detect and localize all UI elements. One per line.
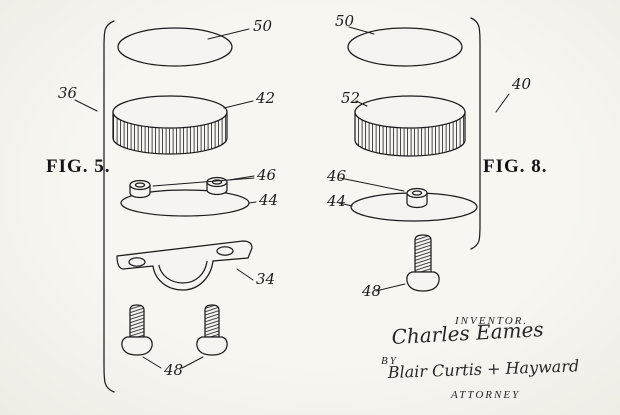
fig5-boss-right-top <box>206 176 228 188</box>
fig5-boss-left-hole <box>134 182 146 188</box>
fig8-ref-44: 44 <box>326 192 346 210</box>
fig5-ref-48: 48 <box>163 361 183 379</box>
fig5-bolt-right-head <box>196 336 228 356</box>
fig8-top-disc <box>347 27 463 67</box>
fig5-clamp-inner-arc <box>158 260 208 284</box>
fig8-ref-48-leader <box>375 283 406 292</box>
fig8-brace <box>470 17 481 250</box>
fig5-boss-left-top <box>129 179 151 191</box>
fig5-ref-42: 42 <box>255 89 275 107</box>
fig5-ref-36-leader <box>74 99 98 112</box>
fig8-cushion-top <box>354 95 466 129</box>
fig8-ref-40: 40 <box>511 75 532 93</box>
fig8-ref-44-leader <box>338 202 353 207</box>
fig5-ref-34-leader <box>236 268 254 281</box>
fig8-ref-48: 48 <box>361 282 381 300</box>
fig5-ref-42-leader <box>223 100 254 109</box>
fig5-ref-36: 36 <box>58 84 78 102</box>
fig5-bolt-left-head <box>121 336 153 356</box>
fig5-boss-right-hole <box>211 179 223 185</box>
fig8-ref-46: 46 <box>326 167 347 185</box>
fig5-ref-34: 34 <box>256 270 275 288</box>
fig5-top-disc <box>117 27 233 67</box>
by-label: BY <box>381 355 398 367</box>
fig5-ref-44-leader <box>248 201 257 204</box>
inventor-heading: INVENTOR. <box>454 315 528 327</box>
fig8-ref-52: 52 <box>341 89 360 107</box>
fig5-ref-50: 50 <box>253 17 273 35</box>
fig8-bolt-shaft <box>414 234 432 273</box>
inventor-signature: Charles Eames <box>391 317 544 349</box>
fig5-group: 36 FIG. 5. 50 42 46 44 34 <box>46 17 278 393</box>
fig8-title: FIG. 8. <box>483 156 548 177</box>
fig5-title: FIG. 5. <box>46 156 111 177</box>
fig5-ref-50-leader <box>207 28 250 40</box>
fig8-ref-50: 50 <box>335 12 355 30</box>
fig8-group: 40 FIG. 8. 50 52 46 44 48 <box>326 12 548 300</box>
fig8-ref-40-leader <box>495 93 510 113</box>
fig5-bolt-left-shaft <box>129 304 145 338</box>
fig5-clamp-hole-right <box>216 246 234 256</box>
fig5-cushion-top <box>112 95 228 129</box>
fig8-bolt-head <box>406 271 440 292</box>
fig5-bolt-right-shaft <box>204 304 220 338</box>
fig5-ref-48-leader-a <box>142 356 162 369</box>
fig5-ref-44: 44 <box>258 191 278 209</box>
fig8-ref-50-leader <box>348 26 375 35</box>
fig5-brace <box>103 20 115 393</box>
attorney-heading: ATTORNEY <box>450 389 520 401</box>
fig5-clamp-hole-left <box>128 257 146 267</box>
fig5-ref-48-leader-b <box>181 356 204 369</box>
fig8-ref-52-leader <box>355 100 368 107</box>
fig8-boss-top <box>406 187 428 199</box>
fig8-ref-46-leader <box>339 177 405 192</box>
fig5-ref-46: 46 <box>256 166 277 184</box>
fig8-boss-hole <box>411 190 423 196</box>
fig5-ref-46-leader-b <box>152 177 255 187</box>
attorney-signature: Blair Curtis + Hayward <box>386 356 579 382</box>
signature-block: INVENTOR. Charles Eames BY Blair Curtis … <box>381 315 579 401</box>
